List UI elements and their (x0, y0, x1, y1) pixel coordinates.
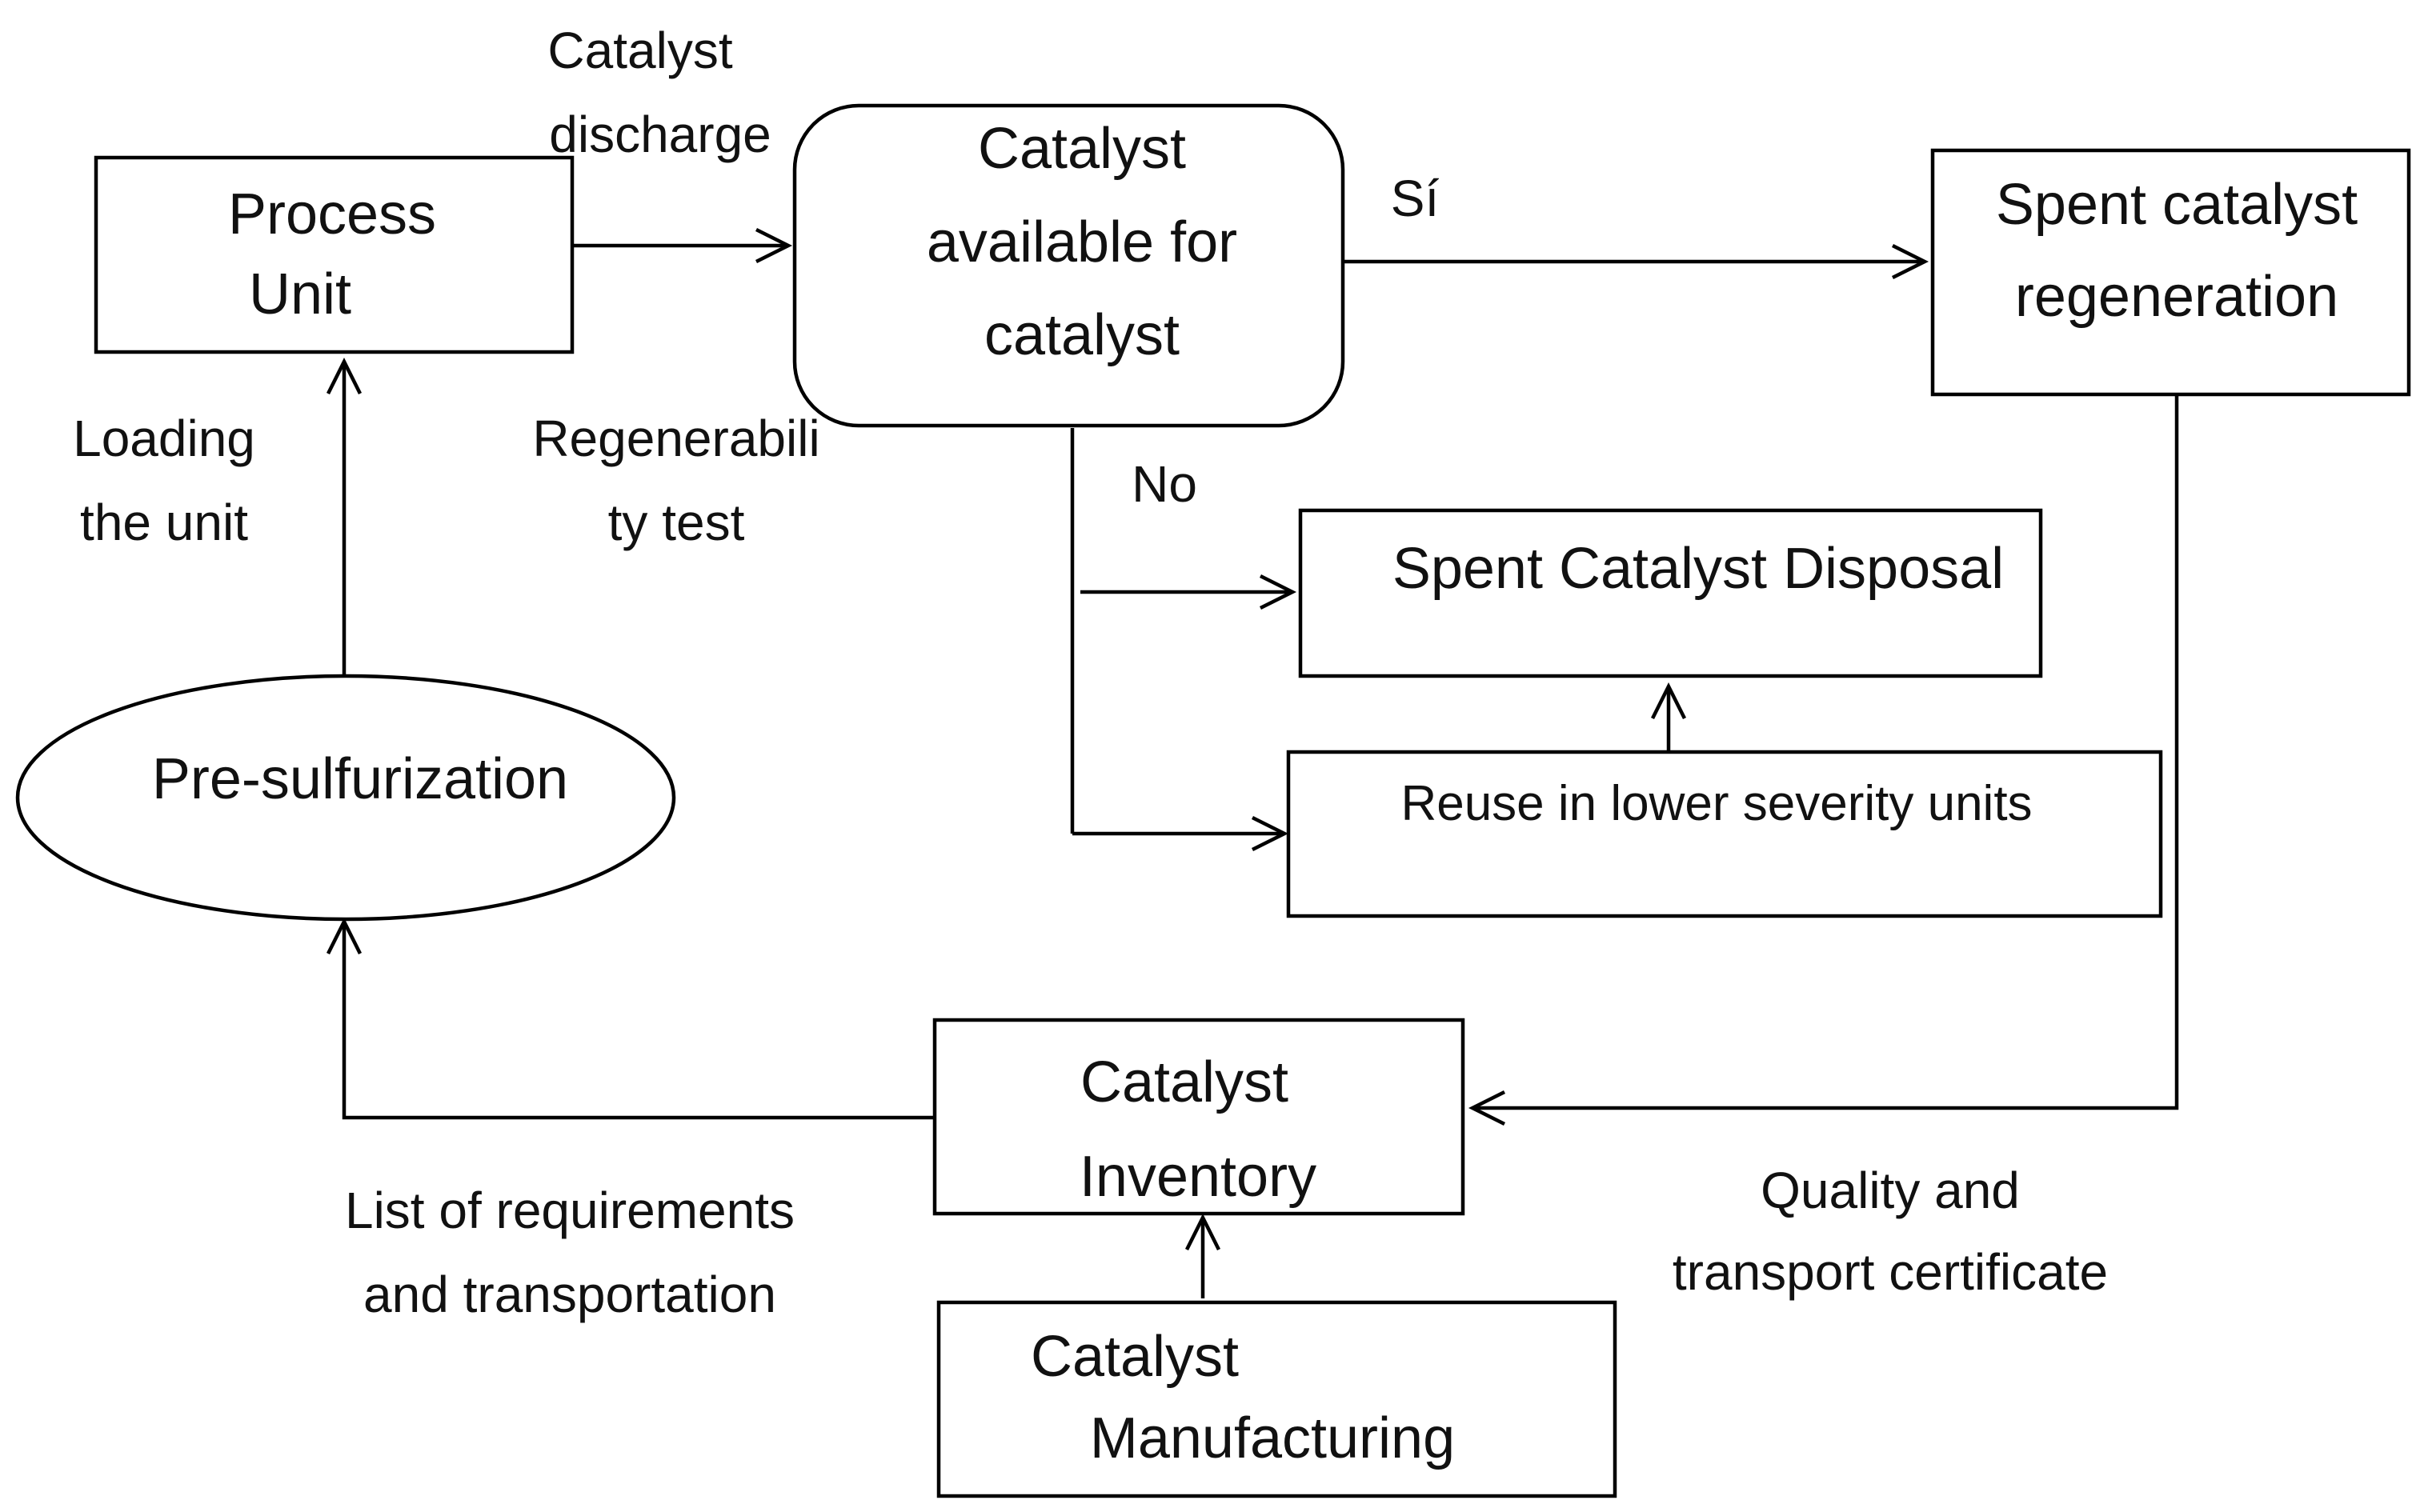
label-no: No (1132, 455, 1197, 513)
arrowhead-to-reuse (1251, 815, 1289, 852)
catalyst-available-line3: catalyst (984, 303, 1180, 367)
pre-sulfurization-ellipse: Pre-sulfurization (15, 674, 676, 922)
spent-regeneration-line1: Spent catalyst (1996, 173, 2358, 237)
label-catalyst-discharge-line1: Catalyst (547, 22, 732, 79)
label-yes: Sí (1391, 170, 1440, 227)
reuse-lower-box: Reuse in lower severity units (1286, 750, 2163, 918)
arrowhead-inventory-to-presulfurization (326, 917, 363, 955)
label-loading-line2: the unit (80, 494, 248, 551)
catalyst-manufacturing-line2: Manufacturing (1090, 1406, 1455, 1470)
catalyst-available-box: Catalyst available for catalyst (792, 103, 1345, 428)
process-unit-box: Process Unit (94, 155, 575, 354)
reuse-lower-label: Reuse in lower severity units (1400, 776, 2032, 831)
spent-disposal-box: Spent Catalyst Disposal (1298, 508, 2043, 678)
arrowhead-regeneration-to-inventory (1468, 1090, 1506, 1126)
catalyst-available-line2: available for (927, 210, 1237, 274)
arrowhead-reuse-to-disposal (1650, 682, 1687, 720)
arrowhead-to-disposal (1259, 574, 1297, 610)
spent-disposal-label: Spent Catalyst Disposal (1392, 537, 2004, 601)
label-catalyst-discharge-line2: discharge (549, 106, 771, 163)
catalyst-inventory-line2: Inventory (1080, 1145, 1316, 1209)
label-list-requirements-line2: and transportation (363, 1266, 776, 1323)
connector-inventory-to-presulfurization (342, 922, 935, 1120)
catalyst-inventory-line1: Catalyst (1080, 1050, 1288, 1114)
label-quality-cert-line1: Quality and (1761, 1162, 2020, 1219)
catalyst-inventory-box: Catalyst Inventory (932, 1018, 1465, 1216)
edge-labels: Catalyst discharge Sí No Loading the uni… (73, 22, 2108, 1323)
label-regenerability-line2: ty test (608, 494, 745, 551)
arrowhead-manufacturing-to-inventory (1184, 1213, 1221, 1251)
connector-regeneration-to-inventory (1472, 396, 2179, 1110)
pre-sulfurization-label: Pre-sulfurization (152, 747, 568, 811)
label-list-requirements-line1: List of requirements (345, 1182, 795, 1239)
spent-regeneration-box: Spent catalyst regeneration (1930, 148, 2411, 397)
process-unit-line2: Unit (249, 262, 351, 326)
catalyst-manufacturing-line1: Catalyst (1031, 1325, 1239, 1389)
label-loading-line1: Loading (73, 410, 255, 467)
arrowhead-discharge (755, 227, 793, 264)
label-quality-cert-line2: transport certificate (1673, 1243, 2108, 1301)
process-unit-line1: Process (228, 182, 436, 246)
label-regenerability-line1: Regenerabili (532, 410, 819, 467)
catalyst-available-line1: Catalyst (978, 117, 1186, 181)
connectors (326, 227, 2179, 1298)
arrowhead-presulfurization-to-process (326, 357, 363, 395)
spent-regeneration-line2: regeneration (2015, 265, 2338, 329)
catalyst-manufacturing-box: Catalyst Manufacturing (936, 1300, 1617, 1498)
arrowhead-yes (1891, 243, 1929, 280)
